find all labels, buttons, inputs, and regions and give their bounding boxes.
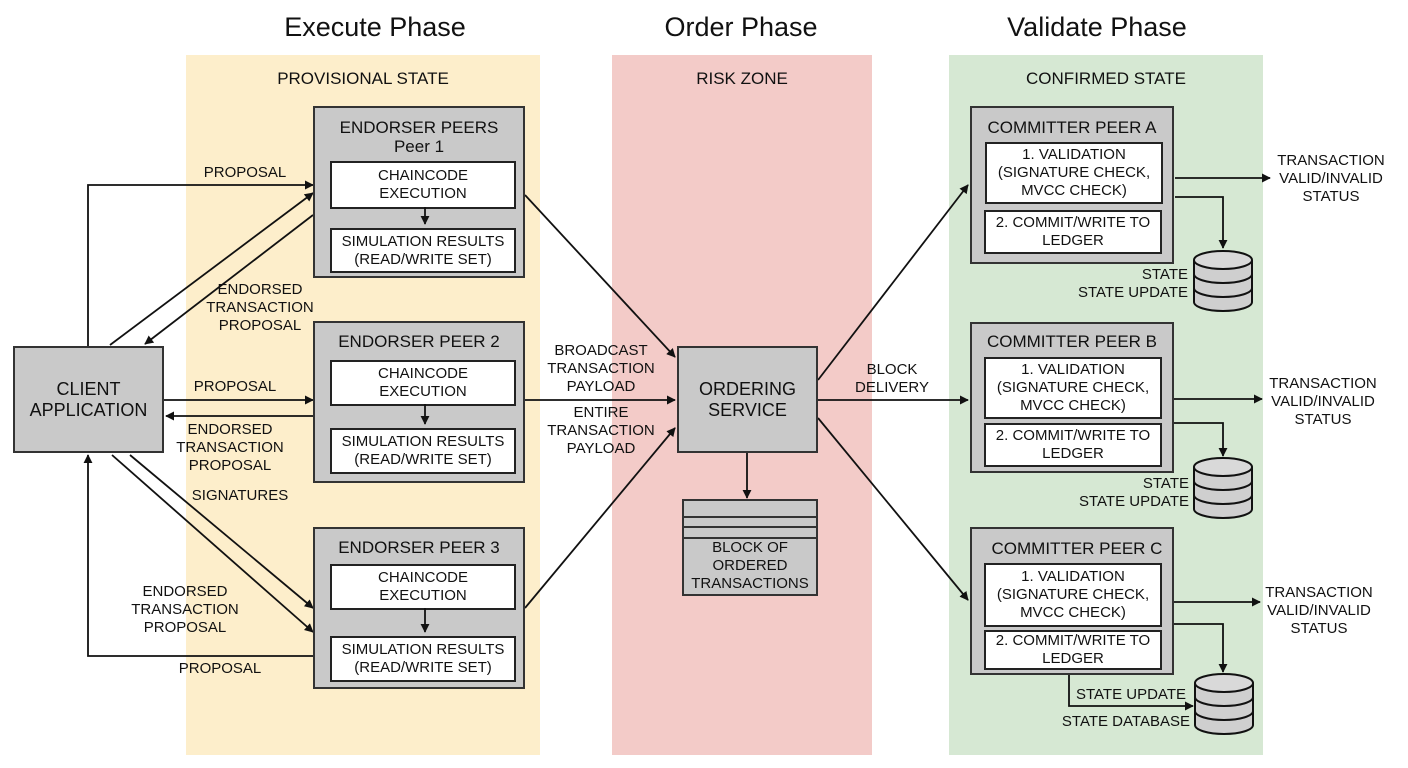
status-label-b: TRANSACTION VALID/INVALID STATUS: [1269, 375, 1377, 428]
endorser-peer-1-title: ENDORSER PEERS Peer 1: [339, 118, 499, 156]
ordering-service[interactable]: ORDERING SERVICE: [677, 346, 818, 453]
proposal-label-1: PROPOSAL: [203, 164, 287, 181]
endorsed-proposal-arrow-peer3: [111, 454, 314, 633]
db-arrow-c: [1173, 623, 1228, 673]
commit-step-b: 2. COMMIT/WRITE TO LEDGER: [984, 423, 1162, 467]
block-delivery-label: BLOCK DELIVERY: [855, 361, 929, 396]
endorser-peer-2[interactable]: ENDORSER PEER 2 CHAINCODE EXECUTION SIMU…: [313, 321, 525, 483]
provisional-state-label: PROVISIONAL STATE: [277, 69, 449, 88]
block-label: BLOCK OF ORDERED TRANSACTIONS: [691, 539, 809, 592]
database-icon-c: [1194, 673, 1254, 735]
endorsed-label-2: ENDORSED TRANSACTION PROPOSAL: [176, 421, 284, 474]
block-stripe: [684, 516, 816, 518]
block-of-ordered-transactions[interactable]: BLOCK OF ORDERED TRANSACTIONS: [682, 499, 818, 596]
validation-step-a: 1. VALIDATION (SIGNATURE CHECK, MVCC CHE…: [985, 142, 1163, 204]
database-icon-a: [1193, 250, 1253, 312]
delivery-arrow-committer-c: [817, 417, 969, 601]
state-update-arrow-c: [1068, 674, 1194, 711]
committer-peer-a[interactable]: COMMITTER PEER A 1. VALIDATION (SIGNATUR…: [970, 106, 1174, 264]
proposal-return-arrow-peer3: [83, 454, 313, 657]
status-label-a: TRANSACTION VALID/INVALID STATUS: [1277, 152, 1385, 205]
state-update-label-c: STATE UPDATE: [1075, 686, 1186, 703]
block-stripe: [684, 537, 816, 539]
simulation-results-1: SIMULATION RESULTS (READ/WRITE SET): [330, 228, 516, 273]
commit-step-c: 2. COMMIT/WRITE TO LEDGER: [984, 630, 1162, 670]
broadcast-arrow-peer1: [524, 194, 676, 358]
delivery-arrow-committer-a: [817, 184, 969, 381]
endorsed-label-1: ENDORSED TRANSACTION PROPOSAL: [206, 281, 314, 334]
simulation-results-2: SIMULATION RESULTS (READ/WRITE SET): [330, 428, 516, 474]
endorser-peer-3[interactable]: ENDORSER PEER 3 CHAINCODE EXECUTION SIMU…: [313, 527, 525, 689]
chaincode-execution-2: CHAINCODE EXECUTION: [330, 360, 516, 406]
commit-step-a: 2. COMMIT/WRITE TO LEDGER: [984, 210, 1162, 254]
client-application[interactable]: CLIENT APPLICATION: [13, 346, 164, 453]
committer-peer-c-title: COMMITTER PEER C: [991, 539, 1163, 558]
committer-peer-a-title: COMMITTER PEER A: [987, 118, 1157, 137]
endorser-peer-2-title: ENDORSER PEER 2: [338, 332, 500, 351]
committer-peer-b[interactable]: COMMITTER PEER B 1. VALIDATION (SIGNATUR…: [970, 322, 1174, 473]
chaincode-execution-3: CHAINCODE EXECUTION: [330, 564, 516, 610]
broadcast-label: BROADCAST TRANSACTION PAYLOAD: [547, 342, 655, 395]
validation-step-b: 1. VALIDATION (SIGNATURE CHECK, MVCC CHE…: [984, 357, 1162, 419]
endorser-peer-3-title: ENDORSER PEER 3: [338, 538, 500, 557]
block-stripe: [684, 526, 816, 528]
committer-peer-c[interactable]: COMMITTER PEER C 1. VALIDATION (SIGNATUR…: [970, 527, 1174, 675]
db-arrow-a: [1175, 196, 1228, 249]
status-label-c: TRANSACTION VALID/INVALID STATUS: [1265, 584, 1373, 637]
db-arrow-b: [1173, 422, 1228, 457]
db-label-a: STATE STATE UPDATE: [1077, 266, 1188, 301]
db-label-c: STATE DATABASE: [1061, 713, 1190, 730]
risk-zone-label: RISK ZONE: [696, 69, 788, 88]
entire-payload-label: ENTIRE TRANSACTION PAYLOAD: [547, 404, 655, 457]
database-icon-b: [1193, 457, 1253, 519]
chaincode-execution-1: CHAINCODE EXECUTION: [330, 161, 516, 209]
db-label-b: STATE STATE UPDATE: [1078, 475, 1189, 510]
endorser-peer-1[interactable]: ENDORSER PEERS Peer 1 CHAINCODE EXECUTIO…: [313, 106, 525, 278]
confirmed-state-label: CONFIRMED STATE: [1026, 69, 1186, 88]
signatures-label: SIGNATURES: [191, 487, 289, 504]
validate-phase-title: Validate Phase: [1007, 12, 1187, 42]
order-phase-title: Order Phase: [664, 12, 818, 42]
broadcast-arrow-peer3: [524, 427, 676, 609]
endorsed-proposal-arrow-peer1: [144, 214, 314, 345]
validation-step-c: 1. VALIDATION (SIGNATURE CHECK, MVCC CHE…: [984, 563, 1162, 627]
signed-proposal-arrow-peer1: [109, 192, 314, 346]
endorsed-label-3: ENDORSED TRANSACTION PROPOSAL: [131, 583, 239, 636]
committer-peer-b-title: COMMITTER PEER B: [986, 332, 1157, 351]
proposal-label-3: PROPOSAL: [178, 660, 262, 677]
proposal-label-2: PROPOSAL: [193, 378, 277, 395]
execute-phase-title: Execute Phase: [284, 12, 466, 42]
proposal-arrow-peer1: [87, 180, 314, 346]
simulation-results-3: SIMULATION RESULTS (READ/WRITE SET): [330, 636, 516, 682]
signatures-arrow-peer3: [129, 454, 314, 609]
